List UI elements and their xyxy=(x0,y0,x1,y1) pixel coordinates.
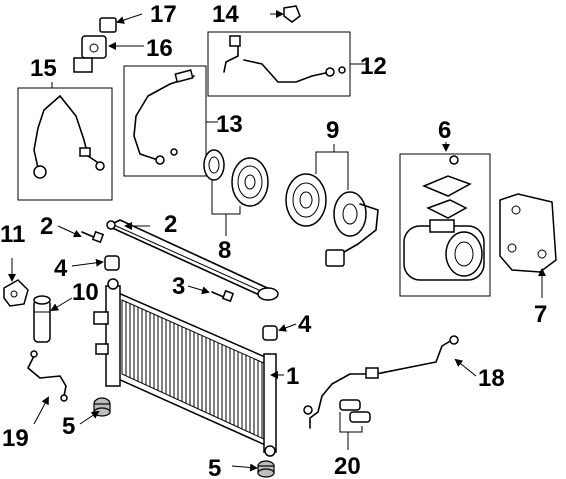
drier-bracket xyxy=(3,279,29,307)
callout-7: 7 xyxy=(534,301,547,328)
callout-17: 17 xyxy=(150,1,177,28)
callout-11: 11 xyxy=(0,221,25,248)
seal-14 xyxy=(283,5,301,23)
condenser xyxy=(93,278,277,457)
mount-bracket xyxy=(106,219,279,301)
clutch-pulley xyxy=(231,157,269,207)
callout-8: 8 xyxy=(218,237,231,264)
leader-lines xyxy=(8,10,546,472)
callout-6: 6 xyxy=(438,117,451,144)
pipe-19 xyxy=(27,350,68,402)
switch-connector xyxy=(99,17,117,33)
bolt-2 xyxy=(81,230,105,244)
callout-2-bracket: 2 xyxy=(164,211,177,238)
hose-13-box xyxy=(123,65,207,177)
callout-5-left: 5 xyxy=(62,413,75,440)
callout-13: 13 xyxy=(216,111,243,138)
callout-2-bolt: 2 xyxy=(40,213,53,240)
callout-15: 15 xyxy=(30,55,57,82)
callout-20: 20 xyxy=(334,453,361,479)
callout-4-lower: 4 xyxy=(298,311,312,338)
compressor-cover xyxy=(422,155,472,219)
bolt-3 xyxy=(211,289,235,303)
pipe-18 xyxy=(303,335,459,429)
clutch-assembly xyxy=(285,173,327,227)
callout-9: 9 xyxy=(326,117,339,144)
receiver-drier xyxy=(33,295,51,343)
pressure-switch xyxy=(73,35,107,73)
callout-3: 3 xyxy=(172,273,185,300)
compressor xyxy=(403,219,485,281)
callout-5-bottom: 5 xyxy=(208,455,221,479)
bushing-4-upper xyxy=(104,255,120,271)
hose-15-box xyxy=(17,87,113,201)
compressor-bracket xyxy=(499,193,557,273)
field-coil xyxy=(325,191,379,267)
callout-16: 16 xyxy=(146,35,173,62)
clutch-plate xyxy=(203,149,225,181)
callout-19: 19 xyxy=(2,425,29,452)
pipe-12 xyxy=(223,35,346,83)
callout-12: 12 xyxy=(360,53,387,80)
callout-18: 18 xyxy=(478,365,505,392)
hose-13 xyxy=(133,69,195,165)
cushion-5-bottom xyxy=(257,460,275,478)
callout-1: 1 xyxy=(286,363,299,390)
compressor-box xyxy=(399,153,491,297)
callout-10: 10 xyxy=(72,279,99,306)
callout-4-upper: 4 xyxy=(54,255,68,282)
callout-14: 14 xyxy=(212,1,239,28)
hose-15 xyxy=(33,95,105,179)
valve-20 xyxy=(339,399,371,423)
bushing-4-lower xyxy=(262,325,278,341)
